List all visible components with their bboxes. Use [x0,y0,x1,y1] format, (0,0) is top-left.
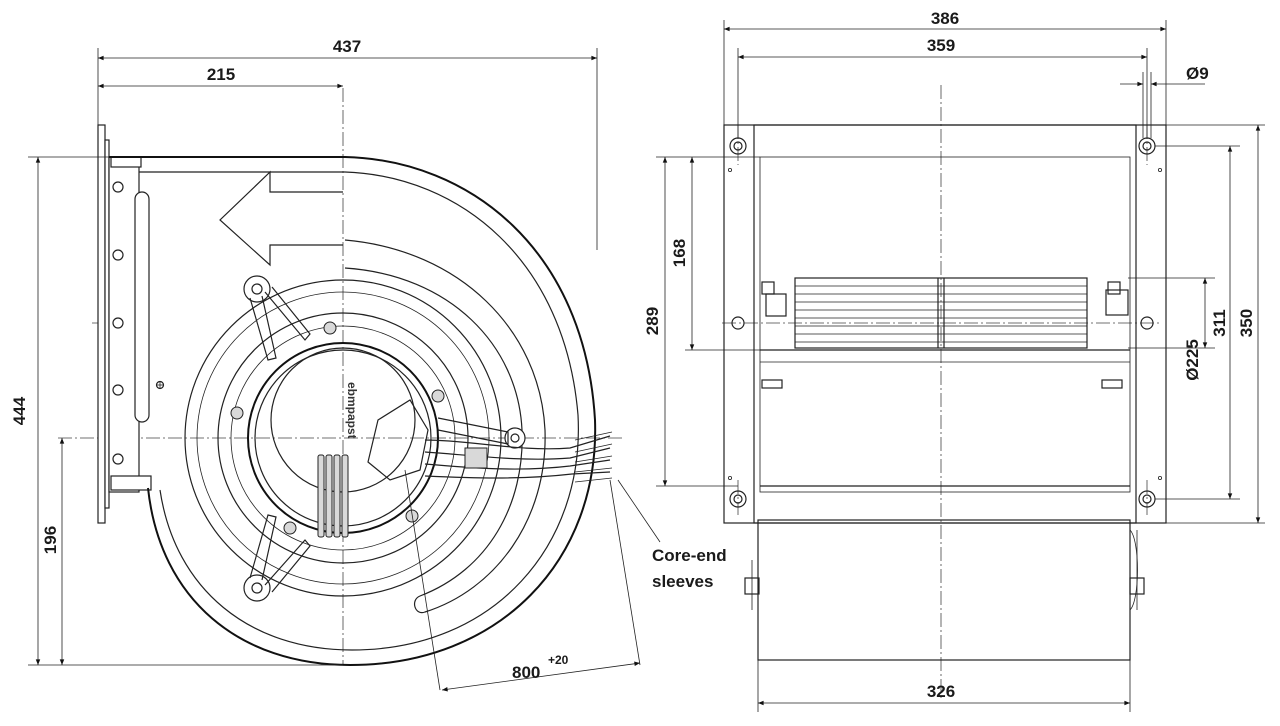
callout-leader [617,479,661,543]
dim-289: 289 [643,307,662,335]
dim-437: 437 [333,37,361,56]
impeller [184,279,502,597]
motor-support-arms [243,275,526,602]
dim-311: 311 [1210,309,1229,336]
dim-359: 359 [927,36,955,55]
side-view: 386 359 Ø9 289 168 Ø225 311 [643,9,1265,712]
dim-800-base: 800 [512,663,540,682]
side-dimensions: 386 359 Ø9 289 168 Ø225 311 [643,9,1265,712]
dim-outlet-diameter: Ø225 [1183,339,1202,381]
dim-350: 350 [1237,309,1256,337]
front-view: ebmpapst Core-end sleeves 437 215 [10,37,727,692]
motor-brand-label: ebmpapst [345,382,359,439]
dim-386: 386 [931,9,959,28]
side-housing [744,519,1145,661]
side-impeller [761,277,1129,349]
side-flange [723,124,1167,524]
dim-326: 326 [927,682,955,701]
motor: ebmpapst [230,321,445,538]
scroll-housing [109,156,597,667]
mounting-flange [97,124,165,524]
dim-hole-diameter: Ø9 [1186,64,1209,83]
airflow-arrow-icon [219,170,343,267]
dim-168: 168 [670,239,689,267]
dim-800-tolerance: +20 [548,653,569,667]
dim-215: 215 [207,65,235,84]
motor-leads [317,454,349,538]
dim-196: 196 [41,526,60,554]
dim-800-cable-length: 800 +20 [512,653,569,682]
cable-bundle [424,431,613,483]
front-dimensions: 437 215 444 196 800 +20 [10,37,641,692]
callout-sleeves: sleeves [652,572,713,591]
callout-core-end: Core-end [652,546,727,565]
dim-444: 444 [10,396,29,425]
